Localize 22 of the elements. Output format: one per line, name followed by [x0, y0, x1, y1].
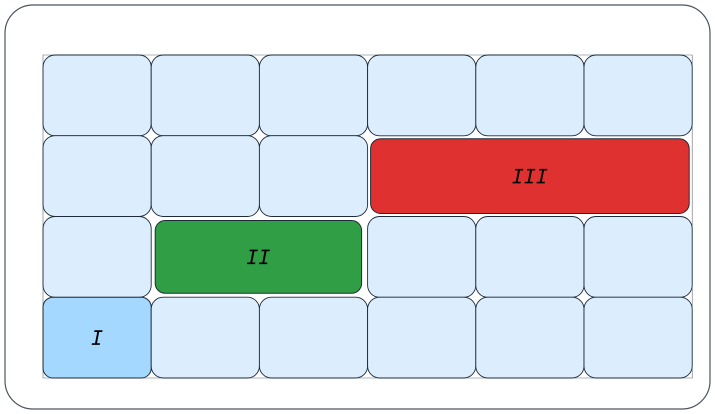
cell-box [42, 54, 152, 136]
cell-box [258, 135, 368, 217]
cell-box [258, 296, 368, 378]
cell-box [475, 54, 584, 136]
cell-box [584, 296, 693, 378]
block: I [42, 296, 152, 378]
block: II [154, 220, 362, 294]
cell-box [42, 135, 152, 217]
frame-box [4, 4, 711, 410]
cell-box [367, 296, 476, 378]
cell-box [367, 54, 476, 136]
cell-box [475, 216, 584, 298]
cell-box [584, 54, 693, 136]
cell-box [475, 296, 584, 378]
cell-box [258, 54, 368, 136]
cell-box [584, 216, 693, 298]
cell-box [42, 216, 152, 298]
block: III [370, 138, 690, 214]
cell-box [150, 135, 260, 217]
cell-box [150, 296, 260, 378]
cell-box [367, 216, 476, 298]
cell-box [150, 54, 260, 136]
